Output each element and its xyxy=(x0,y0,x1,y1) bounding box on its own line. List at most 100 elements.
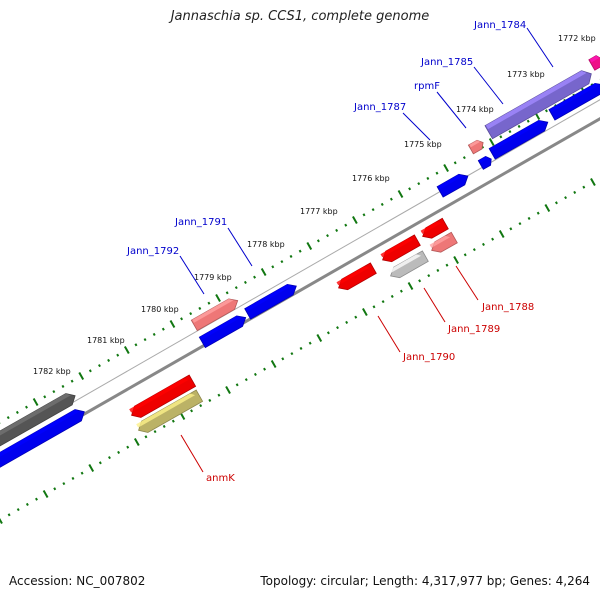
inner-tick xyxy=(445,263,449,267)
cds-top-right-blue[interactable] xyxy=(548,82,600,121)
kbp-label-1782: 1782 kbp xyxy=(33,367,71,376)
kbp-label-1781: 1781 kbp xyxy=(87,336,125,345)
outer-tick xyxy=(15,410,19,414)
cds-jann-1785[interactable] xyxy=(488,119,549,160)
inner-tick xyxy=(0,517,3,524)
inner-tick xyxy=(281,357,285,361)
inner-tick xyxy=(590,178,596,186)
cds-red-1788b[interactable] xyxy=(380,234,421,263)
outer-tick xyxy=(116,353,120,357)
cds-jann-1792-highlight xyxy=(200,315,242,340)
label-leader-lines xyxy=(179,27,554,473)
cds-jann-1785-body xyxy=(488,119,549,160)
inner-tick xyxy=(98,461,102,465)
outer-tick xyxy=(207,301,211,305)
gene-label-jann-1792[interactable]: Jann_1792 xyxy=(126,246,179,257)
inner-tick xyxy=(527,216,531,220)
cds-gray-left-body xyxy=(0,393,76,447)
outer-tick xyxy=(123,346,130,354)
inner-tick xyxy=(71,476,75,480)
outer-tick xyxy=(152,332,156,336)
outer-tick xyxy=(488,138,495,146)
cds-jann-1787-pink-highlight xyxy=(469,140,481,148)
cds-jann-1787-pink[interactable] xyxy=(467,139,484,155)
cds-rpmf[interactable] xyxy=(477,156,492,170)
gene-label-jann-1791[interactable]: Jann_1791 xyxy=(174,217,227,228)
outer-tick xyxy=(6,416,10,420)
cds-jann-1791[interactable] xyxy=(244,283,297,320)
cds-jann-1790-highlight xyxy=(336,266,370,286)
kbp-label-1777: 1777 kbp xyxy=(300,207,338,216)
cds-jann-1792-pink[interactable] xyxy=(190,298,239,332)
leader-jann-1791 xyxy=(227,227,253,267)
cds-blue-left-highlight xyxy=(0,409,80,457)
inner-tick xyxy=(133,438,140,446)
outer-tick xyxy=(134,343,138,347)
inner-tick xyxy=(372,305,376,309)
cds-jann-1789[interactable] xyxy=(388,250,429,279)
cds-blue-left[interactable] xyxy=(0,409,85,468)
gene-label-jann-1790[interactable]: Jann_1790 xyxy=(402,352,455,363)
outer-tick xyxy=(52,390,56,394)
cds-jann-1785-highlight xyxy=(490,120,544,152)
cds-jann-1790[interactable] xyxy=(336,262,377,291)
gene-label-jann-1789[interactable]: Jann_1789 xyxy=(447,324,500,335)
gene-label-jann-1785[interactable]: Jann_1785 xyxy=(420,57,473,68)
cds-jann-1791-body xyxy=(244,283,297,320)
outer-tick xyxy=(260,268,267,276)
inner-tick-track xyxy=(0,178,596,524)
cds-red-1788b-body xyxy=(382,234,421,263)
cds-jann-1792[interactable] xyxy=(198,315,247,349)
axis-line-inner xyxy=(0,116,600,465)
outer-tick xyxy=(32,398,39,406)
cds-jann-1787[interactable] xyxy=(436,173,469,198)
outer-tick xyxy=(280,260,284,264)
inner-tick xyxy=(88,464,95,472)
cds-gray-left[interactable] xyxy=(0,393,76,447)
leader-anmk xyxy=(180,434,204,473)
gene-label-jann-1787[interactable]: Jann_1787 xyxy=(353,102,406,113)
kbp-label-1778: 1778 kbp xyxy=(247,240,285,249)
inner-tick xyxy=(235,383,239,387)
inner-tick xyxy=(35,497,38,501)
gene-label-jann-1788[interactable]: Jann_1788 xyxy=(481,302,534,313)
leader-jann-1784 xyxy=(526,27,554,68)
cds-red-1788a[interactable] xyxy=(420,217,449,239)
cds-jann-1787-body xyxy=(436,173,469,198)
kbp-labels: 1772 kbp 1773 kbp 1774 kbp 1775 kbp 1776… xyxy=(33,34,596,376)
gene-label-anmk[interactable]: anmK xyxy=(206,473,235,484)
inner-tick xyxy=(144,435,148,439)
cds-red-left[interactable] xyxy=(129,374,197,418)
cds-jann-1792-pink-highlight xyxy=(192,298,234,323)
outer-tick xyxy=(517,124,521,128)
inner-tick xyxy=(544,204,551,212)
cds-magenta[interactable] xyxy=(588,55,600,71)
outer-tick xyxy=(198,306,202,310)
outer-tick xyxy=(426,176,430,180)
leader-jann-1790 xyxy=(377,315,401,353)
gene-label-rpmf[interactable]: rpmF xyxy=(414,81,440,92)
inner-tick xyxy=(573,190,577,194)
cds-jann-1792-pink-body xyxy=(190,298,239,332)
cds-anmk[interactable] xyxy=(136,389,204,433)
inner-tick xyxy=(217,393,221,397)
gene-features xyxy=(0,55,600,468)
kbp-label-1775: 1775 kbp xyxy=(404,140,442,149)
outer-tick xyxy=(88,369,92,373)
outer-tick xyxy=(335,228,339,232)
cds-jann-1788[interactable] xyxy=(429,231,458,253)
cds-jann-1784-highlight xyxy=(485,70,587,130)
gene-label-jann-1784[interactable]: Jann_1784 xyxy=(473,20,526,31)
inner-tick xyxy=(582,185,586,189)
outer-tick xyxy=(499,135,503,139)
inner-tick xyxy=(482,242,485,246)
inner-tick xyxy=(491,237,495,241)
outer-tick xyxy=(453,161,457,165)
axis-line-outer xyxy=(0,99,600,445)
outer-tick xyxy=(508,130,512,134)
cds-gray-left-highlight xyxy=(0,393,71,436)
inner-tick xyxy=(345,320,349,324)
cds-jann-1784[interactable] xyxy=(484,70,592,140)
inner-tick xyxy=(498,230,505,238)
inner-tick xyxy=(453,256,459,264)
